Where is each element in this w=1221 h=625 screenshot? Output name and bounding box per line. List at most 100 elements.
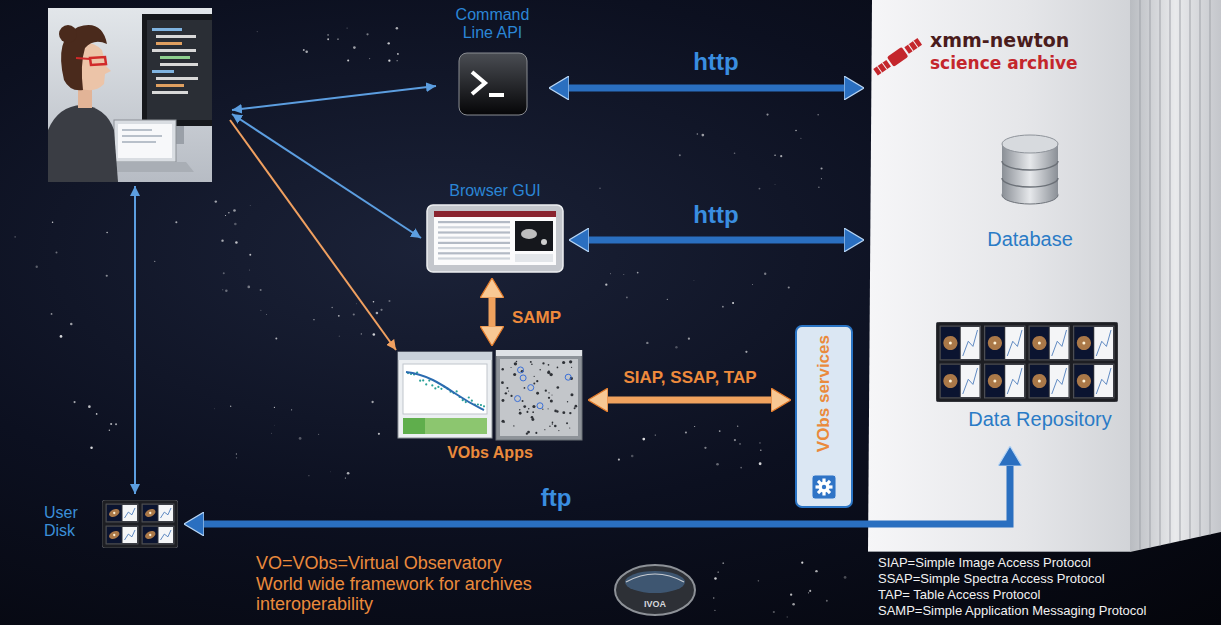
star (764, 273, 766, 275)
star (646, 342, 648, 344)
drawing-part (556, 386, 559, 389)
drawing-part (144, 529, 157, 540)
drawing-part (1030, 327, 1049, 359)
drawing-part (403, 418, 487, 434)
legend-note: SIAP=Simple Image Access Protocol (878, 556, 1091, 571)
star (347, 472, 350, 475)
drawing-part (526, 411, 528, 413)
drawing-part (107, 527, 122, 543)
drawing-part (1002, 135, 1058, 153)
star (345, 477, 346, 478)
drawing-part (147, 20, 212, 120)
drawing-part (518, 367, 524, 373)
star (371, 401, 373, 403)
ivoa-logo (612, 562, 698, 618)
drawing-part (398, 352, 492, 438)
drawing-part (113, 512, 115, 514)
star (51, 313, 53, 315)
drawing-part (501, 381, 504, 384)
star (773, 611, 775, 613)
satellite-logo (872, 36, 923, 77)
star (380, 309, 382, 311)
drawing-part (574, 405, 577, 408)
drawing-part (1002, 178, 1058, 187)
drawing-part (562, 361, 565, 364)
drawing-part (548, 364, 550, 366)
star (257, 31, 258, 32)
node-title: User Disk (44, 504, 86, 541)
star (213, 408, 215, 410)
drawing-part (626, 574, 684, 582)
drawing-part (533, 383, 535, 385)
drawing-part (1074, 326, 1115, 360)
star (338, 335, 340, 337)
drawing-part (232, 114, 421, 238)
star (260, 310, 261, 311)
drawing-part (882, 63, 887, 70)
drawing-part (548, 408, 549, 409)
star (800, 138, 801, 139)
star (655, 434, 656, 435)
drawing-part (434, 211, 556, 265)
drawing-part (159, 527, 174, 543)
drawing-part (1209, 0, 1210, 534)
drawing-part (625, 571, 685, 593)
vo-apps-box: VObs Apps (396, 350, 584, 468)
star (675, 346, 677, 348)
star (106, 232, 107, 233)
star (667, 299, 668, 300)
drawing-part (571, 367, 572, 368)
drawing-part (419, 380, 421, 382)
drawing-part (438, 252, 510, 254)
drawing-part (574, 407, 576, 409)
disk-icon (102, 500, 178, 548)
drawing-part (1074, 364, 1115, 398)
star (774, 184, 776, 186)
drawing-part (1005, 365, 1024, 397)
drawing-part (1149, 0, 1150, 548)
star (780, 155, 782, 157)
star (154, 261, 155, 262)
star (96, 413, 98, 415)
browser-box: Browser GUI (425, 182, 565, 274)
drawing-part (936, 322, 1118, 402)
star (52, 221, 53, 222)
star (631, 455, 634, 458)
star (388, 59, 390, 61)
node-title: Database (960, 228, 1100, 251)
drawing-part (527, 431, 530, 434)
drawing-part (1130, 0, 1221, 552)
star (688, 338, 690, 340)
star (88, 405, 91, 408)
drawing-part (1050, 327, 1069, 359)
drawing-part (472, 72, 485, 94)
drawing-part (515, 396, 521, 402)
drawing-part (993, 380, 996, 383)
drawing-part (434, 211, 556, 217)
drawing-part (1030, 334, 1049, 353)
drawing-part (822, 485, 826, 489)
drawing-part (963, 368, 978, 394)
drawing-part (1029, 364, 1070, 398)
drawing-part (554, 425, 557, 428)
drawing-part (949, 380, 952, 383)
drawing-part (1096, 330, 1111, 356)
drawing-part (549, 426, 550, 427)
user-photo (48, 8, 212, 182)
star (235, 241, 238, 244)
drawing-part (537, 403, 543, 409)
drawing-part (505, 392, 507, 394)
star (808, 592, 809, 593)
star (740, 467, 742, 469)
drawing-part (480, 404, 482, 406)
star (694, 426, 695, 427)
star (249, 269, 250, 270)
drawing-part (106, 526, 138, 544)
node-title: Command Line API (450, 6, 535, 43)
star (356, 303, 358, 305)
drawing-part (523, 405, 526, 408)
drawing-part (510, 395, 512, 397)
star (792, 603, 795, 606)
star (759, 462, 762, 465)
star (605, 284, 607, 286)
